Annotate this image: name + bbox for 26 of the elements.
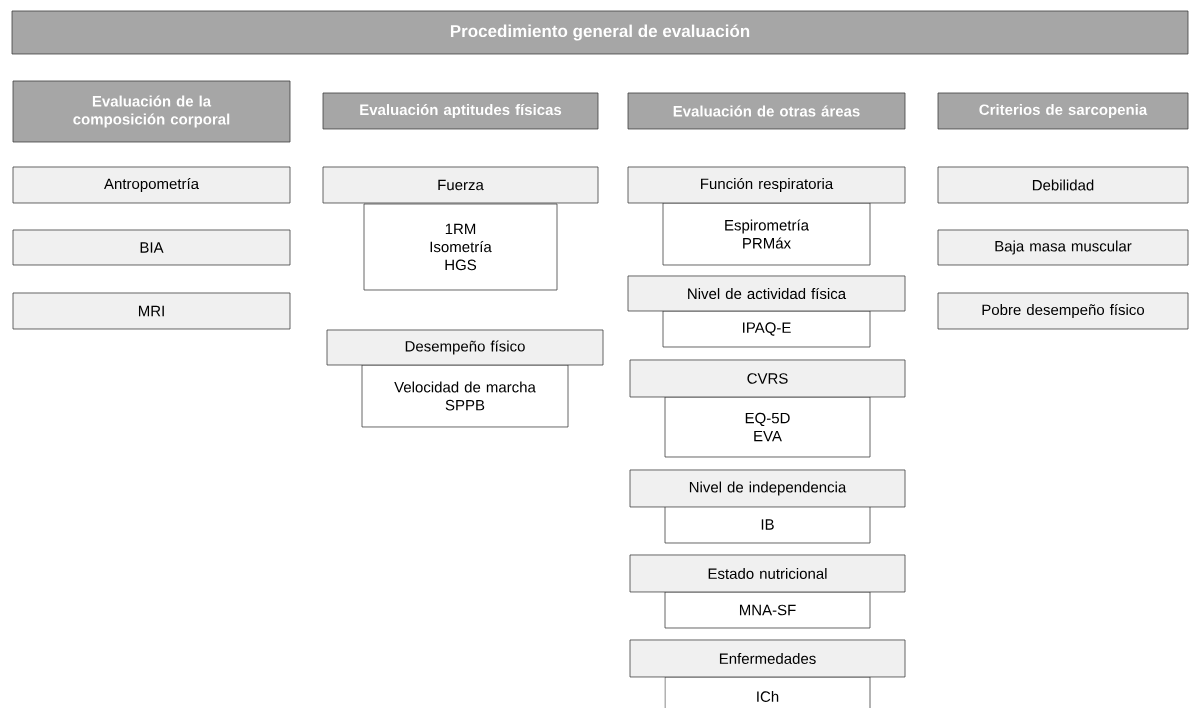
column-header: Evaluación de la composición corporal bbox=[12, 80, 291, 143]
category-box: BIA bbox=[12, 229, 291, 266]
column-header: Evaluación aptitudes físicas bbox=[322, 92, 599, 130]
category-box: Fuerza bbox=[322, 166, 599, 204]
category-box: Función respiratoria bbox=[627, 166, 906, 204]
column-header: Criterios de sarcopenia bbox=[937, 92, 1189, 130]
category-box: Baja masa muscular bbox=[937, 229, 1189, 266]
method-box: ICh bbox=[664, 676, 871, 708]
category-box: Debilidad bbox=[937, 166, 1189, 204]
category-box: Estado nutricional bbox=[629, 554, 906, 593]
category-box: Pobre desempeño físico bbox=[937, 292, 1189, 330]
category-box: Antropometría bbox=[12, 166, 291, 204]
category-box: Nivel de independencia bbox=[629, 469, 906, 508]
method-box: MNA-SF bbox=[664, 591, 871, 629]
column-header: Evaluación de otras áreas bbox=[627, 92, 906, 130]
method-box: Velocidad de marcha SPPB bbox=[361, 364, 569, 428]
title-banner: Procedimiento general de evaluación bbox=[11, 10, 1189, 55]
category-box: Enfermedades bbox=[629, 639, 906, 678]
category-box: CVRS bbox=[629, 359, 906, 398]
method-box: EQ-5D EVA bbox=[664, 396, 871, 458]
method-box: IPAQ-E bbox=[662, 310, 871, 348]
category-box: MRI bbox=[12, 292, 291, 330]
method-box: Espirometría PRMáx bbox=[662, 202, 871, 266]
method-box: 1RM Isometría HGS bbox=[363, 203, 558, 291]
category-box: Desempeño físico bbox=[326, 329, 604, 366]
category-box: Nivel de actividad física bbox=[627, 275, 906, 312]
